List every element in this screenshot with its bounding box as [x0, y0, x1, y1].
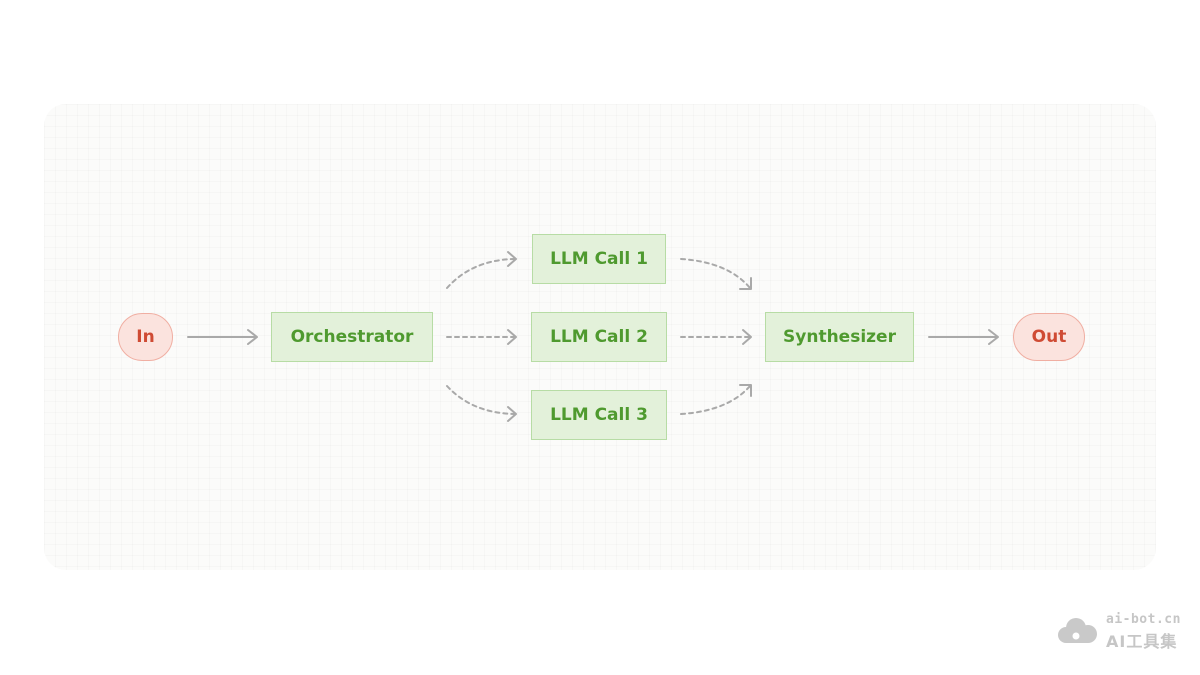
llm-call-2-label: LLM Call 2	[550, 327, 648, 347]
watermark: ai-bot.cn AI工具集	[1056, 612, 1192, 652]
orchestrator-node: Orchestrator	[271, 312, 433, 362]
cloud-logo-icon	[1058, 618, 1097, 643]
edge-orchestrator-to-llm-call-3	[446, 385, 517, 422]
edge-llm-call-2-to-synthesizer	[680, 329, 752, 345]
edge-orchestrator-to-llm-call-1	[446, 251, 517, 289]
input-node: In	[118, 313, 173, 361]
llm-call-3-node: LLM Call 3	[531, 390, 667, 440]
synthesizer-node-label: Synthesizer	[783, 327, 896, 347]
output-node-label: Out	[1031, 327, 1067, 347]
llm-call-1-node: LLM Call 1	[532, 234, 666, 284]
edge-synthesizer-to-output	[928, 329, 999, 345]
edge-input-to-orchestrator	[187, 329, 258, 345]
llm-call-1-label: LLM Call 1	[550, 249, 648, 269]
edge-llm-call-1-to-synthesizer	[680, 258, 752, 290]
output-node: Out	[1013, 313, 1085, 361]
input-node-label: In	[136, 327, 155, 347]
edge-llm-call-3-to-synthesizer	[680, 384, 752, 415]
watermark-domain: ai-bot.cn	[1106, 612, 1181, 627]
synthesizer-node: Synthesizer	[765, 312, 914, 362]
llm-call-3-label: LLM Call 3	[550, 405, 648, 425]
edge-orchestrator-to-llm-call-2	[446, 329, 517, 345]
orchestrator-node-label: Orchestrator	[290, 327, 414, 347]
llm-call-2-node: LLM Call 2	[531, 312, 667, 362]
watermark-name: AI工具集	[1106, 632, 1178, 651]
